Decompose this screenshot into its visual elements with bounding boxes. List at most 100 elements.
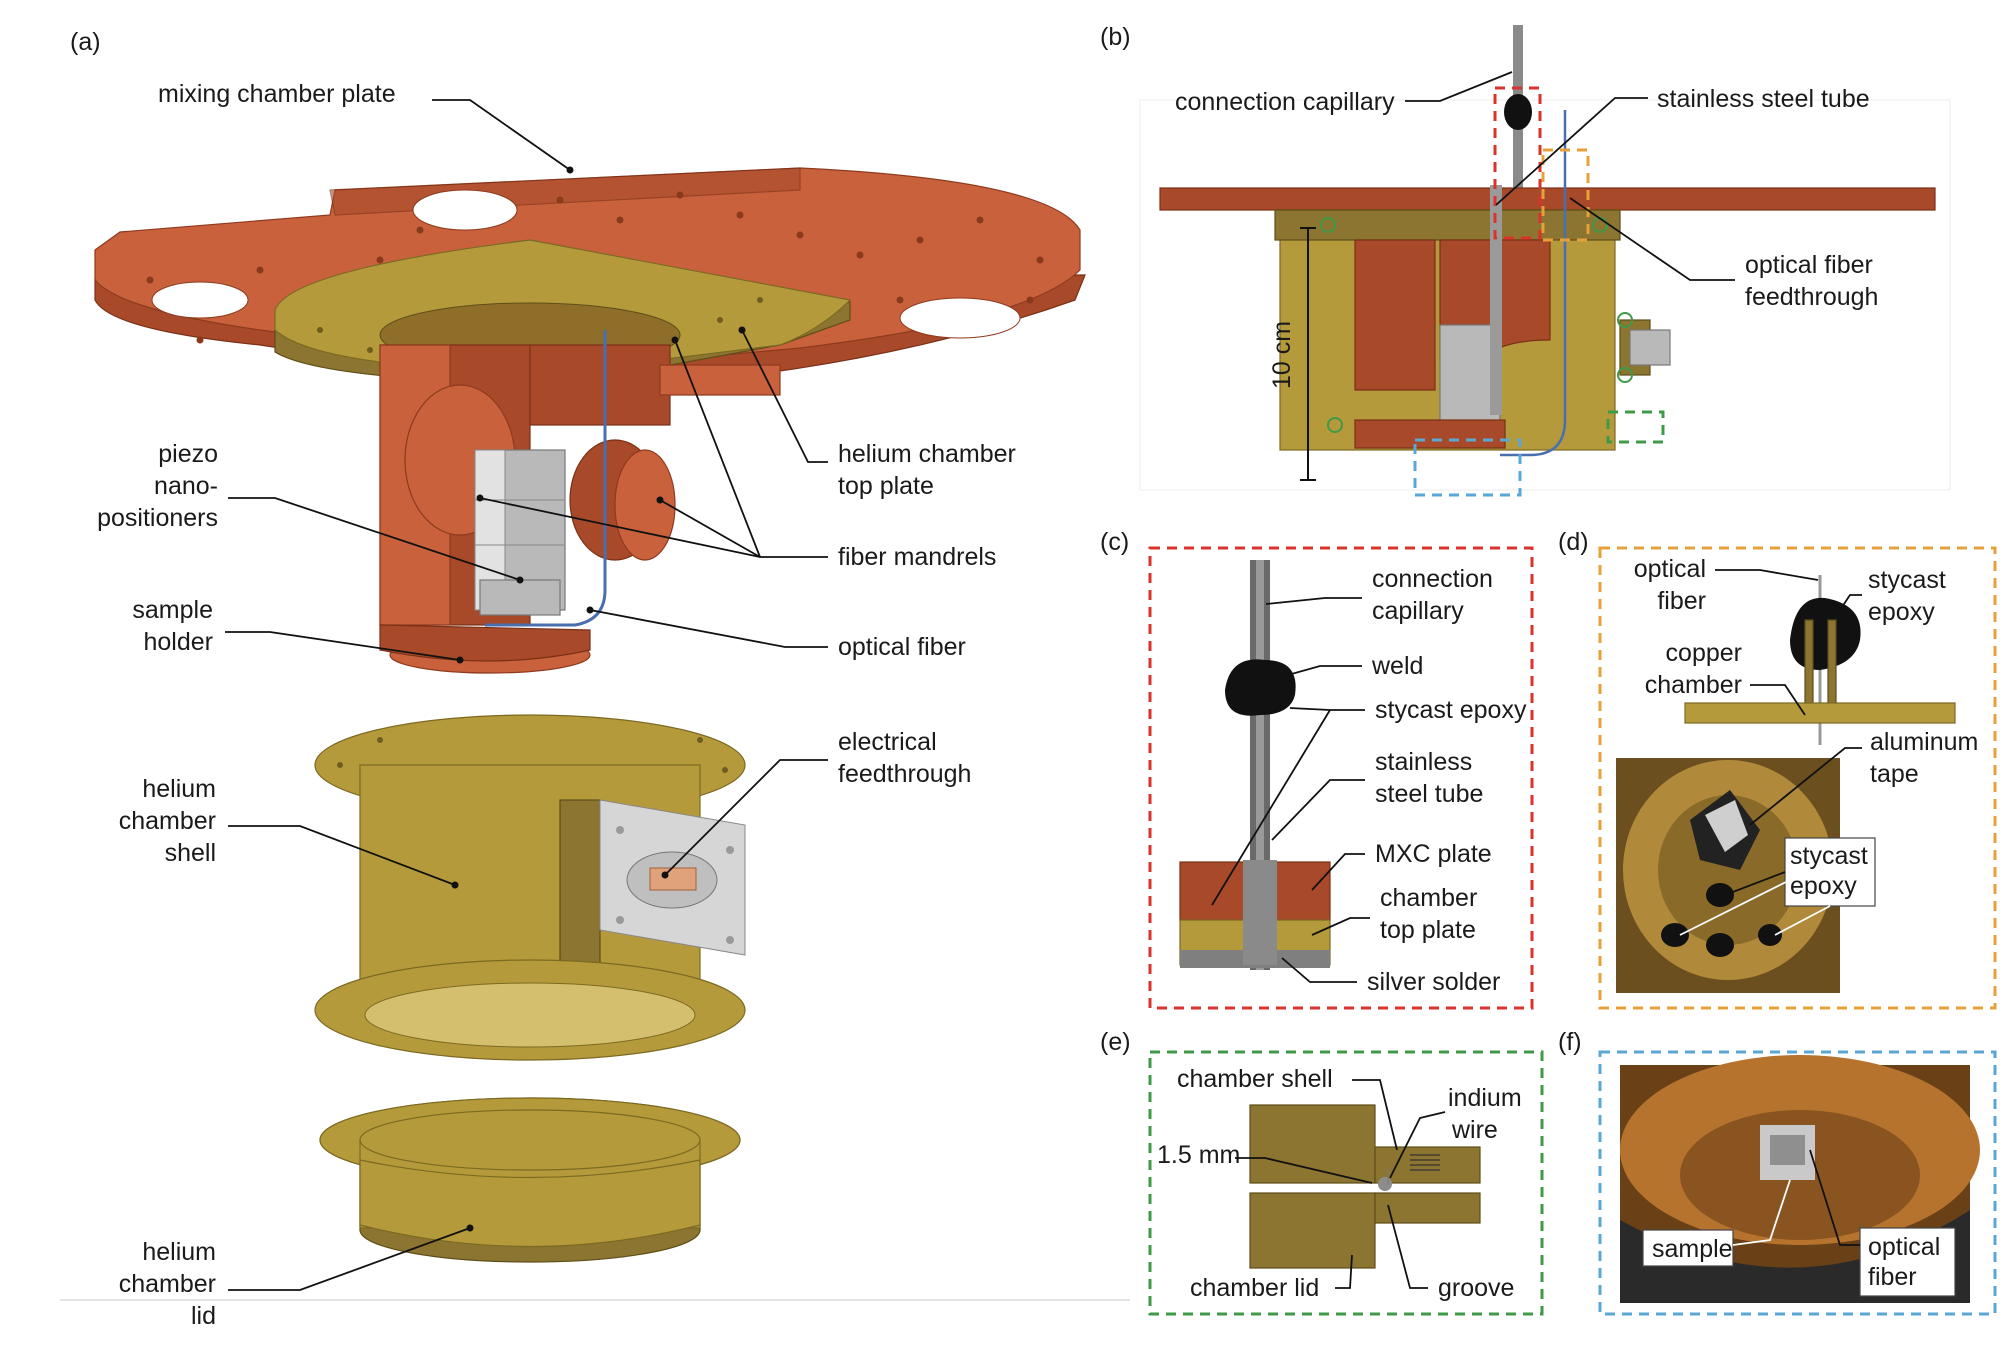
f-box	[1598, 1050, 1997, 1316]
leader-mixing-chamber-plate	[432, 99, 571, 171]
label-f-fiber-2: fiber	[1868, 1263, 1917, 1291]
label-he-shell-3: shell	[165, 839, 216, 867]
leader-he-lid	[228, 1227, 471, 1291]
panel-b: (b) 10 cm connection capi	[1100, 23, 1951, 497]
panel-c: (c) connection capillary weld stycast ep…	[1100, 528, 1534, 1010]
label-he-shell-2: chamber	[119, 807, 216, 835]
helium-chamber-shell-drawing	[314, 714, 746, 1061]
label-chamber-shell: chamber shell	[1177, 1065, 1333, 1093]
label-ofb-feedthrough-1: optical fiber	[1745, 251, 1873, 279]
label-d-stycast-1: stycast	[1868, 566, 1946, 594]
label-weld: weld	[1371, 652, 1423, 680]
label-mxc-plate: MXC plate	[1375, 840, 1492, 868]
plate-holes	[146, 191, 1044, 344]
label-piezo-2: nano-	[154, 472, 218, 500]
label-scale: 10 cm	[1268, 321, 1296, 389]
leader-he-shell	[228, 825, 456, 886]
panel-e-label: (e)	[1100, 1028, 1131, 1056]
label-c-capillary-2: capillary	[1372, 597, 1464, 625]
f-sample-label-box	[1642, 1229, 1734, 1267]
leader-chamber-lid	[1335, 1254, 1353, 1289]
leader-mxc-plate	[1311, 853, 1365, 891]
label-sample-holder-2: holder	[144, 628, 214, 656]
label-d-stycast-2: epoxy	[1868, 598, 1935, 626]
label-electrical-feedthrough-2: feedthrough	[838, 760, 971, 788]
label-he-top-plate-2: top plate	[838, 472, 934, 500]
leader-mandrels-3	[674, 339, 761, 558]
panel-c-label: (c)	[1100, 528, 1129, 556]
leader-copper-chamber	[1750, 684, 1806, 716]
c-box	[1148, 546, 1534, 1010]
label-aluminum-tape-2: tape	[1870, 760, 1919, 788]
leader-gap	[1235, 1157, 1373, 1184]
label-he-lid-1: helium	[142, 1238, 216, 1266]
label-copper-chamber-1: copper	[1666, 639, 1742, 667]
label-piezo-3: positioners	[97, 504, 218, 532]
label-chamber-lid: chamber lid	[1190, 1274, 1319, 1302]
panel-f: (f) sample optical fiber	[1558, 1028, 1997, 1316]
label-stainless-tube-b: stainless steel tube	[1657, 85, 1870, 113]
leader-piezo	[228, 497, 521, 581]
label-silver-solder: silver solder	[1367, 968, 1500, 996]
electrical-feedthrough-drawing	[599, 799, 746, 956]
leader-he-top-plate	[741, 329, 828, 463]
f-fiber-label-box	[1859, 1227, 1956, 1297]
label-piezo-1: piezo	[158, 440, 218, 468]
leader-mandrels-2	[659, 499, 761, 558]
e-box	[1148, 1050, 1544, 1316]
panel-d: (d) optical fiber stycast epoxy copper c…	[1558, 528, 1997, 1010]
panel-f-label: (f)	[1558, 1028, 1582, 1056]
label-c-top-plate-1: chamber	[1380, 884, 1477, 912]
panel-d-label: (d)	[1558, 528, 1589, 556]
label-aluminum-tape-1: aluminum	[1870, 728, 1978, 756]
leader-sample-holder	[225, 631, 461, 661]
label-c-stainless-2: steel tube	[1375, 780, 1483, 808]
panel-a-label: (a)	[70, 28, 101, 56]
label-he-lid-2: chamber	[119, 1270, 216, 1298]
label-c-stainless-1: stainless	[1375, 748, 1472, 776]
leader-connection-capillary-b	[1405, 71, 1513, 102]
label-d-fiber-1: optical	[1634, 555, 1706, 583]
helium-chamber-lid-drawing	[319, 1097, 741, 1263]
label-optical-fiber-a: optical fiber	[838, 633, 966, 661]
leader-aluminum-tape	[1749, 747, 1862, 826]
label-ofb-feedthrough-2: feedthrough	[1745, 283, 1878, 311]
label-he-shell-1: helium	[142, 775, 216, 803]
leader-c-stycast-1	[1289, 707, 1365, 711]
label-f-sample: sample	[1652, 1235, 1733, 1263]
panel-e: (e) chamber shell indium wire 1.5 mm cha…	[1100, 1028, 1544, 1316]
label-d-photo-stycast-2: epoxy	[1790, 872, 1857, 900]
label-fiber-mandrels: fiber mandrels	[838, 543, 996, 571]
label-sample-holder-1: sample	[132, 596, 213, 624]
panel-b-label: (b)	[1100, 23, 1131, 51]
label-electrical-feedthrough-1: electrical	[838, 728, 937, 756]
label-indium-1: indium	[1448, 1084, 1522, 1112]
leader-silver-solder	[1281, 957, 1357, 983]
d-box	[1598, 546, 1997, 1010]
leader-c-stycast-2	[1211, 709, 1331, 906]
leader-d-stycast	[1839, 594, 1862, 611]
leader-c-top-plate	[1311, 917, 1370, 936]
label-mixing-chamber-plate: mixing chamber plate	[158, 80, 396, 108]
b-box-red	[1493, 86, 1542, 240]
piezo-drawing	[474, 449, 566, 616]
label-d-fiber-2: fiber	[1657, 587, 1706, 615]
label-indium-2: wire	[1451, 1116, 1498, 1144]
label-f-fiber-1: optical	[1868, 1233, 1940, 1261]
label-c-top-plate-2: top plate	[1380, 916, 1476, 944]
label-groove: groove	[1438, 1274, 1514, 1302]
leader-indium	[1389, 1111, 1446, 1179]
label-connection-capillary-b: connection capillary	[1175, 88, 1395, 116]
leader-stainless-tube-b	[1495, 97, 1648, 206]
label-copper-chamber-2: chamber	[1645, 671, 1742, 699]
leader-d-fiber	[1715, 569, 1819, 581]
label-d-photo-stycast-1: stycast	[1790, 842, 1868, 870]
label-he-top-plate-1: helium chamber	[838, 440, 1016, 468]
b-box-blue	[1413, 438, 1522, 497]
leader-weld	[1269, 665, 1362, 681]
label-he-lid-3: lid	[191, 1302, 216, 1330]
leader-optical-fiber-a	[589, 609, 828, 648]
leader-ofb-feedthrough	[1569, 197, 1735, 281]
optical-fiber-line	[485, 330, 607, 627]
